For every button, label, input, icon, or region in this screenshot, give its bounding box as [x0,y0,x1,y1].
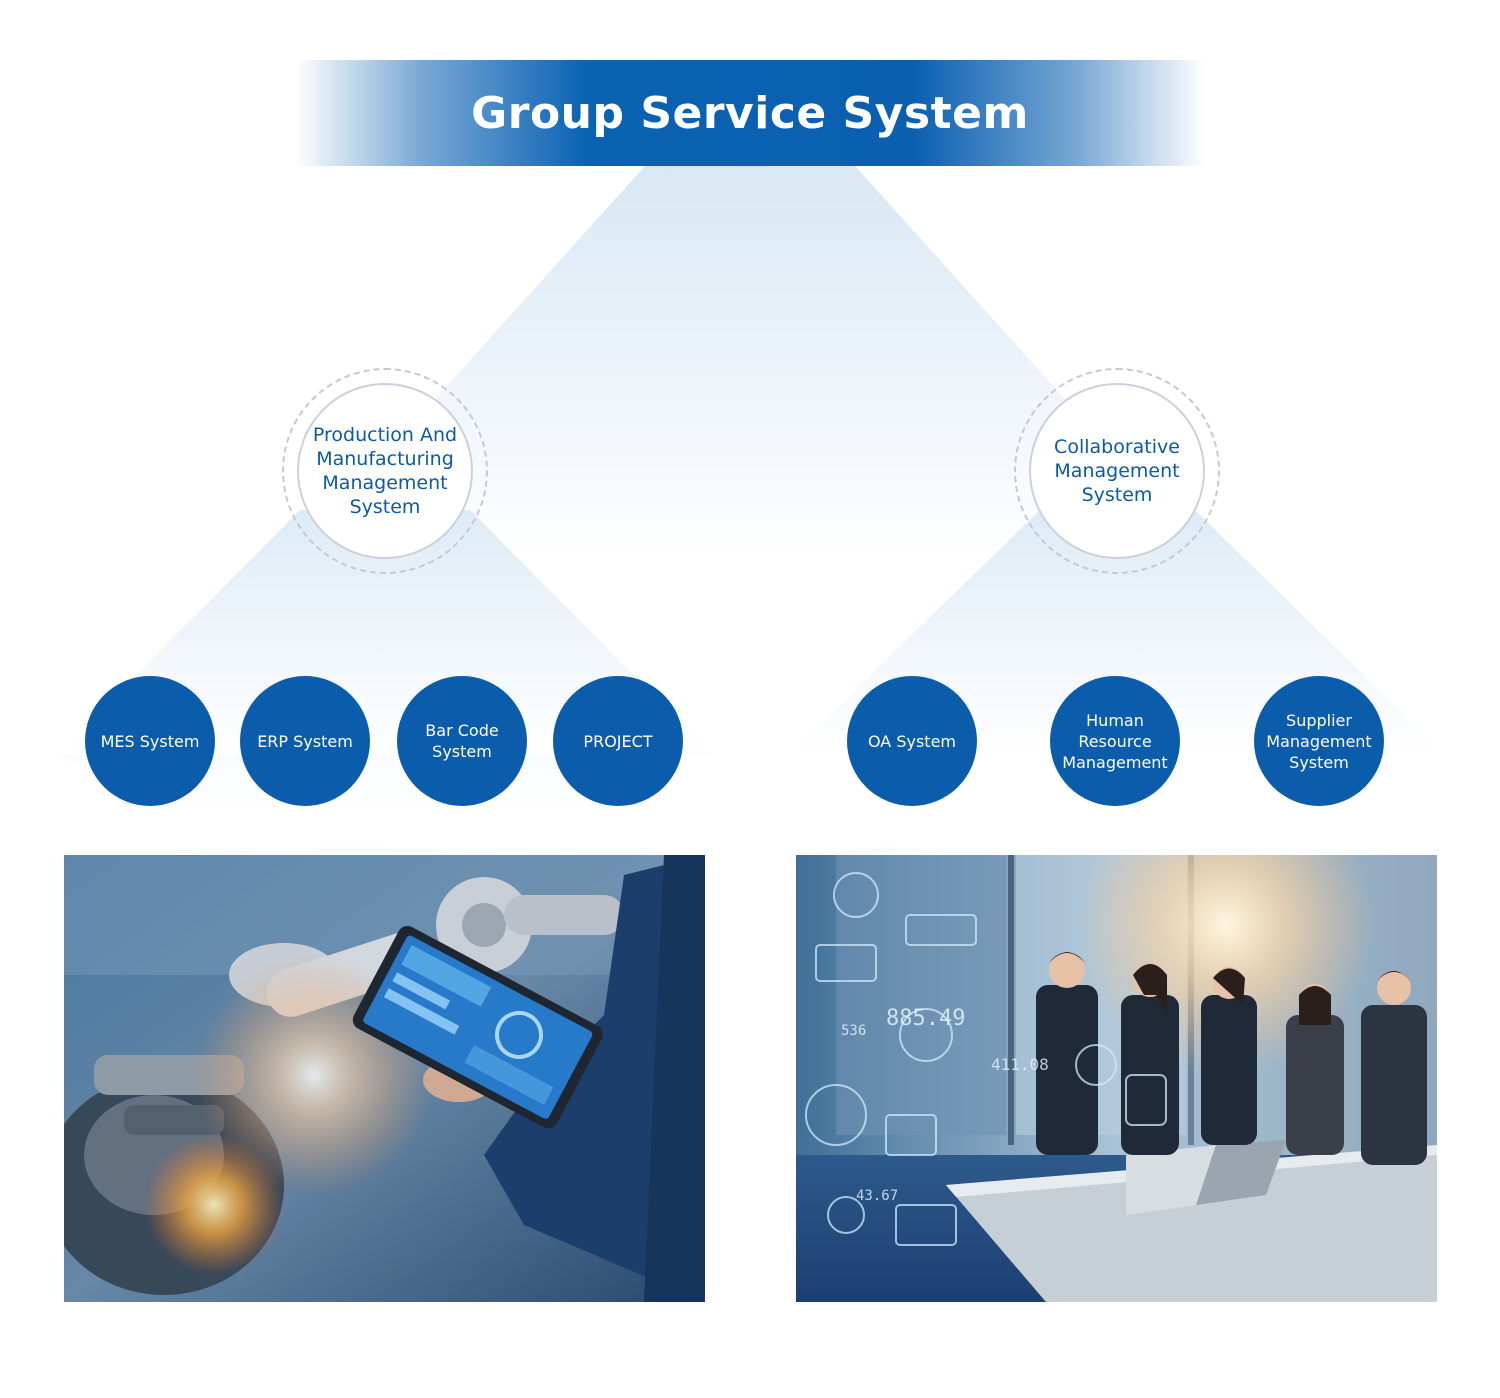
page-title: Group Service System [471,87,1029,139]
hub-label: Collaborative Management System [1029,383,1205,559]
top-fan [290,166,1210,560]
node-oa-system[interactable]: OA System [847,676,977,806]
svg-text:885.49: 885.49 [886,1006,965,1031]
svg-text:536: 536 [841,1023,866,1039]
node-bar-code-system[interactable]: Bar Code System [397,676,527,806]
hub-production-manufacturing: Production And Manufacturing Management … [282,368,488,574]
left-fan-core [60,510,710,752]
node-human-resource-management[interactable]: Human Resource Management [1050,676,1180,806]
node-supplier-management-system[interactable]: Supplier Management System [1254,676,1384,806]
node-mes-system[interactable]: MES System [85,676,215,806]
hub-label: Production And Manufacturing Management … [297,383,473,559]
hub-collaborative-management: Collaborative Management System [1014,368,1220,574]
business-meeting-photo: 885.49 411.08 536 43.67 [796,855,1437,1302]
svg-text:411.08: 411.08 [991,1055,1049,1074]
svg-text:43.67: 43.67 [856,1188,898,1204]
node-project[interactable]: PROJECT [553,676,683,806]
title-banner: Group Service System [295,60,1205,166]
industrial-robot-tablet-photo [64,855,705,1302]
node-erp-system[interactable]: ERP System [240,676,370,806]
